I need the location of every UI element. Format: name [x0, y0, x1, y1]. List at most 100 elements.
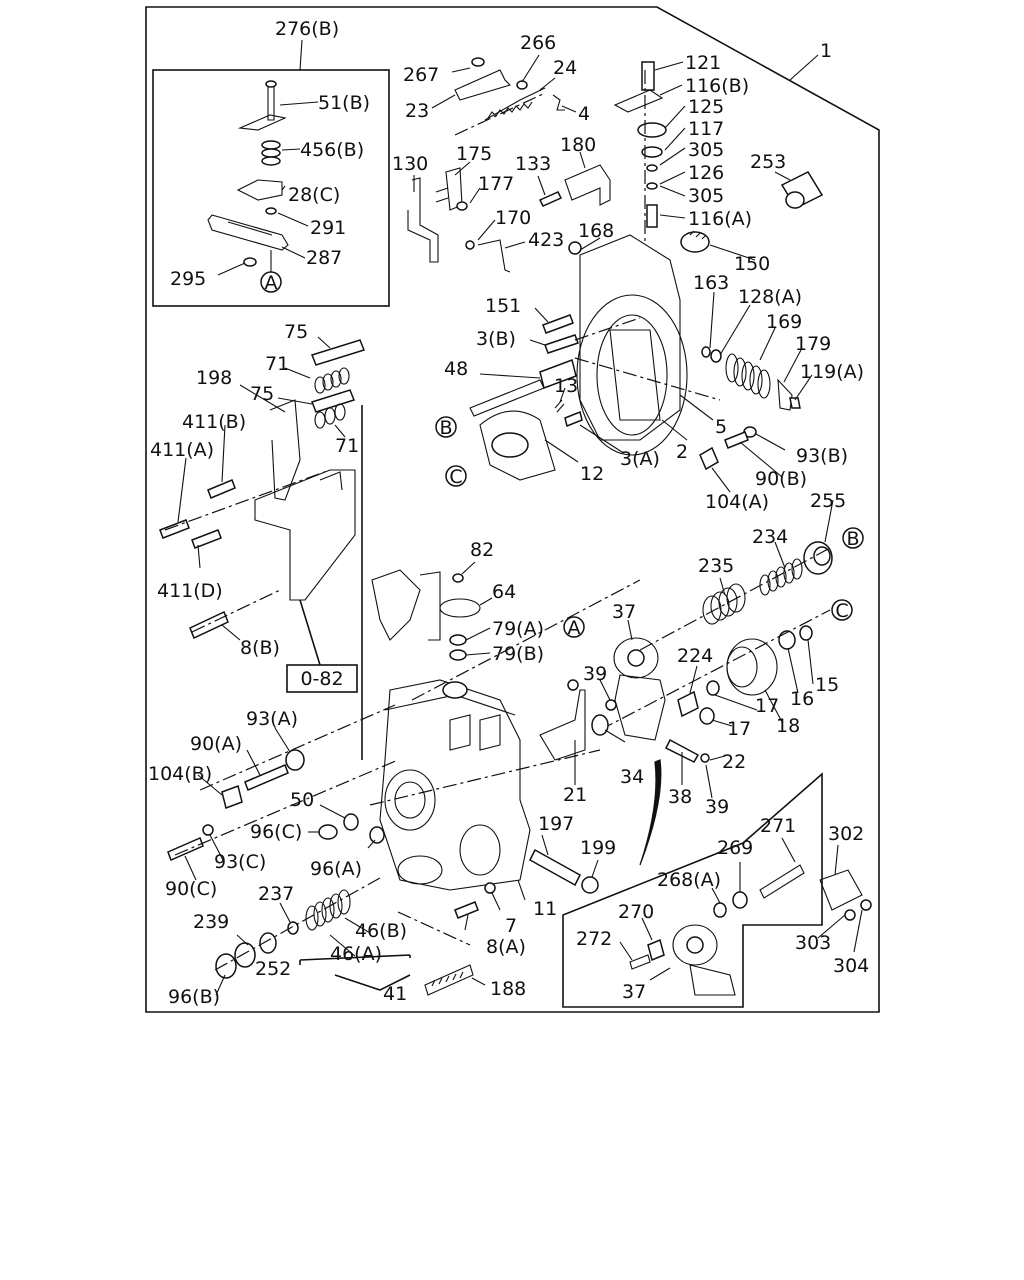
leader-lines — [177, 39, 863, 996]
marker-c-nut: C — [835, 600, 848, 622]
label-304: 304 — [833, 955, 869, 977]
label-90B: 90(B) — [755, 468, 807, 490]
label-271: 271 — [760, 815, 796, 837]
label-24: 24 — [553, 57, 577, 79]
part-labels: 1 276(B) 51(B) 456(B) 28(C) 291 287 295 … — [148, 18, 869, 1008]
label-12: 12 — [580, 463, 604, 485]
label-188: 188 — [490, 978, 526, 1000]
label-169: 169 — [766, 311, 802, 333]
label-8B: 8(B) — [240, 637, 280, 659]
label-237: 237 — [258, 883, 294, 905]
label-18: 18 — [776, 715, 800, 737]
label-269: 269 — [717, 837, 753, 859]
label-295: 295 — [170, 268, 206, 290]
label-46B: 46(B) — [355, 920, 407, 942]
label-276B: 276(B) — [275, 18, 339, 40]
label-168: 168 — [578, 220, 614, 242]
label-3A: 3(A) — [620, 448, 660, 470]
label-130: 130 — [392, 153, 428, 175]
label-170: 170 — [495, 207, 531, 229]
label-16: 16 — [790, 688, 814, 710]
marker-c-pulley: C — [449, 466, 462, 488]
label-39-upper: 39 — [583, 663, 607, 685]
label-270: 270 — [618, 901, 654, 923]
label-93C: 93(C) — [214, 851, 266, 873]
label-96A: 96(A) — [310, 858, 362, 880]
label-71-mid: 71 — [335, 435, 359, 457]
label-252: 252 — [255, 958, 291, 980]
label-235: 235 — [698, 555, 734, 577]
label-17-upper: 17 — [755, 695, 779, 717]
label-239: 239 — [193, 911, 229, 933]
label-82: 82 — [470, 539, 494, 561]
marker-b-shaft: B — [439, 417, 452, 439]
label-126: 126 — [688, 162, 724, 184]
label-082: 0-82 — [300, 668, 343, 690]
label-272: 272 — [576, 928, 612, 950]
label-116B: 116(B) — [685, 75, 749, 97]
label-104B: 104(B) — [148, 763, 212, 785]
label-104A: 104(A) — [705, 491, 769, 513]
label-23: 23 — [405, 100, 429, 122]
label-291: 291 — [310, 217, 346, 239]
label-22: 22 — [722, 751, 746, 773]
part-shapes — [159, 57, 872, 996]
label-224: 224 — [677, 645, 713, 667]
inset-box-37 — [562, 772, 823, 1008]
label-119A: 119(A) — [800, 361, 864, 383]
label-11: 11 — [533, 898, 557, 920]
label-305-lower: 305 — [688, 185, 724, 207]
label-5: 5 — [715, 416, 727, 438]
label-15: 15 — [815, 674, 839, 696]
label-51B: 51(B) — [318, 92, 370, 114]
label-8A: 8(A) — [486, 936, 526, 958]
label-75-mid: 75 — [250, 383, 274, 405]
label-253: 253 — [750, 151, 786, 173]
ref-box-082 — [286, 664, 358, 693]
marker-b-spring: B — [846, 528, 859, 550]
label-266: 266 — [520, 32, 556, 54]
label-133: 133 — [515, 153, 551, 175]
label-287: 287 — [306, 247, 342, 269]
label-79A: 79(A) — [492, 618, 544, 640]
label-3B: 3(B) — [476, 328, 516, 350]
label-411A: 411(A) — [150, 439, 214, 461]
label-37-main: 37 — [612, 601, 636, 623]
label-197: 197 — [538, 813, 574, 835]
label-96C: 96(C) — [250, 821, 302, 843]
diagram-frame — [145, 6, 880, 1013]
label-38: 38 — [668, 786, 692, 808]
label-199: 199 — [580, 837, 616, 859]
label-48: 48 — [444, 358, 468, 380]
inset-box-276B — [152, 69, 390, 307]
label-2: 2 — [676, 441, 688, 463]
label-21: 21 — [563, 784, 587, 806]
label-71-top: 71 — [265, 353, 289, 375]
label-41: 41 — [383, 983, 407, 1005]
label-163: 163 — [693, 272, 729, 294]
label-175: 175 — [456, 143, 492, 165]
label-150: 150 — [734, 253, 770, 275]
label-93A: 93(A) — [246, 708, 298, 730]
callout-markers: A B C B C A — [260, 271, 864, 639]
label-34: 34 — [620, 766, 644, 788]
label-7: 7 — [505, 915, 517, 937]
label-90A: 90(A) — [190, 733, 242, 755]
label-267: 267 — [403, 64, 439, 86]
label-75-top: 75 — [284, 321, 308, 343]
marker-a-lever: A — [568, 617, 581, 639]
label-198: 198 — [196, 367, 232, 389]
label-13: 13 — [554, 375, 578, 397]
label-79B: 79(B) — [492, 643, 544, 665]
marker-a-inset: A — [265, 272, 278, 294]
label-1: 1 — [820, 40, 832, 62]
label-456B: 456(B) — [300, 139, 364, 161]
label-96B: 96(B) — [168, 986, 220, 1008]
label-46A: 46(A) — [330, 943, 382, 965]
label-117: 117 — [688, 118, 724, 140]
label-411B: 411(B) — [182, 411, 246, 433]
label-64: 64 — [492, 581, 516, 603]
label-302: 302 — [828, 823, 864, 845]
label-125: 125 — [688, 96, 724, 118]
